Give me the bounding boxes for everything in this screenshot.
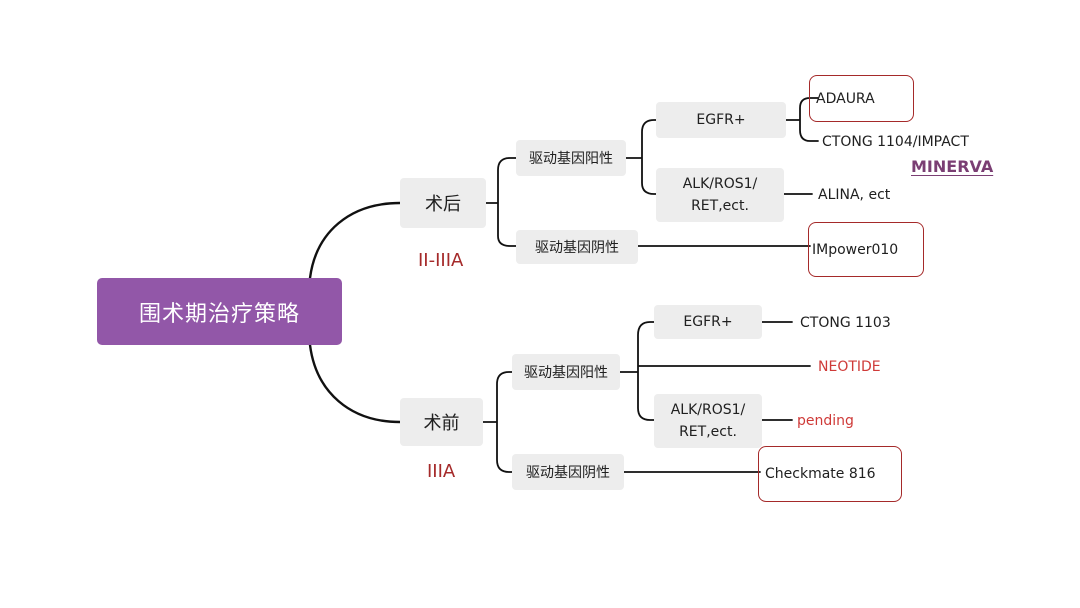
- trial-ctong1104[interactable]: CTONG 1104/IMPACT: [822, 134, 969, 150]
- link-pre-pos-split: [619, 321, 811, 421]
- trial-adaura[interactable]: ADAURA: [809, 75, 914, 122]
- node-pre-egfr[interactable]: EGFR+: [654, 305, 762, 339]
- node-post-egfr[interactable]: EGFR+: [656, 102, 786, 138]
- root-node[interactable]: 围术期治疗策略: [97, 278, 342, 345]
- node-post-alk[interactable]: ALK/ROS1/ RET,ect.: [656, 168, 784, 222]
- link-pre-split: [482, 371, 513, 473]
- trial-neotide[interactable]: NEOTIDE: [818, 359, 881, 375]
- node-pre-alk[interactable]: ALK/ROS1/ RET,ect.: [654, 394, 762, 448]
- trial-impower010[interactable]: IMpower010: [808, 222, 924, 277]
- trial-checkmate816[interactable]: Checkmate 816: [758, 446, 902, 502]
- link-root-pre: [308, 343, 402, 424]
- node-preoperative[interactable]: 术前: [400, 398, 483, 446]
- stage-label-pre: IIIA: [427, 461, 456, 482]
- trial-ctong1103[interactable]: CTONG 1103: [800, 315, 891, 331]
- link-post-pos-split: [625, 119, 657, 195]
- minerva-label: MINERVA: [911, 157, 994, 176]
- node-pre-driver-positive[interactable]: 驱动基因阳性: [512, 354, 620, 390]
- link-egfr-split: [785, 97, 819, 142]
- node-post-driver-negative[interactable]: 驱动基因阴性: [516, 230, 638, 264]
- node-postoperative[interactable]: 术后: [400, 178, 486, 228]
- trial-alina[interactable]: ALINA, ect: [818, 187, 891, 203]
- link-root-post: [308, 201, 402, 280]
- node-post-driver-positive[interactable]: 驱动基因阳性: [516, 140, 626, 176]
- node-pre-driver-negative[interactable]: 驱动基因阴性: [512, 454, 624, 490]
- trial-pending[interactable]: pending: [797, 413, 854, 429]
- link-post-split: [485, 157, 517, 247]
- stage-label-post: II-IIIA: [418, 250, 464, 271]
